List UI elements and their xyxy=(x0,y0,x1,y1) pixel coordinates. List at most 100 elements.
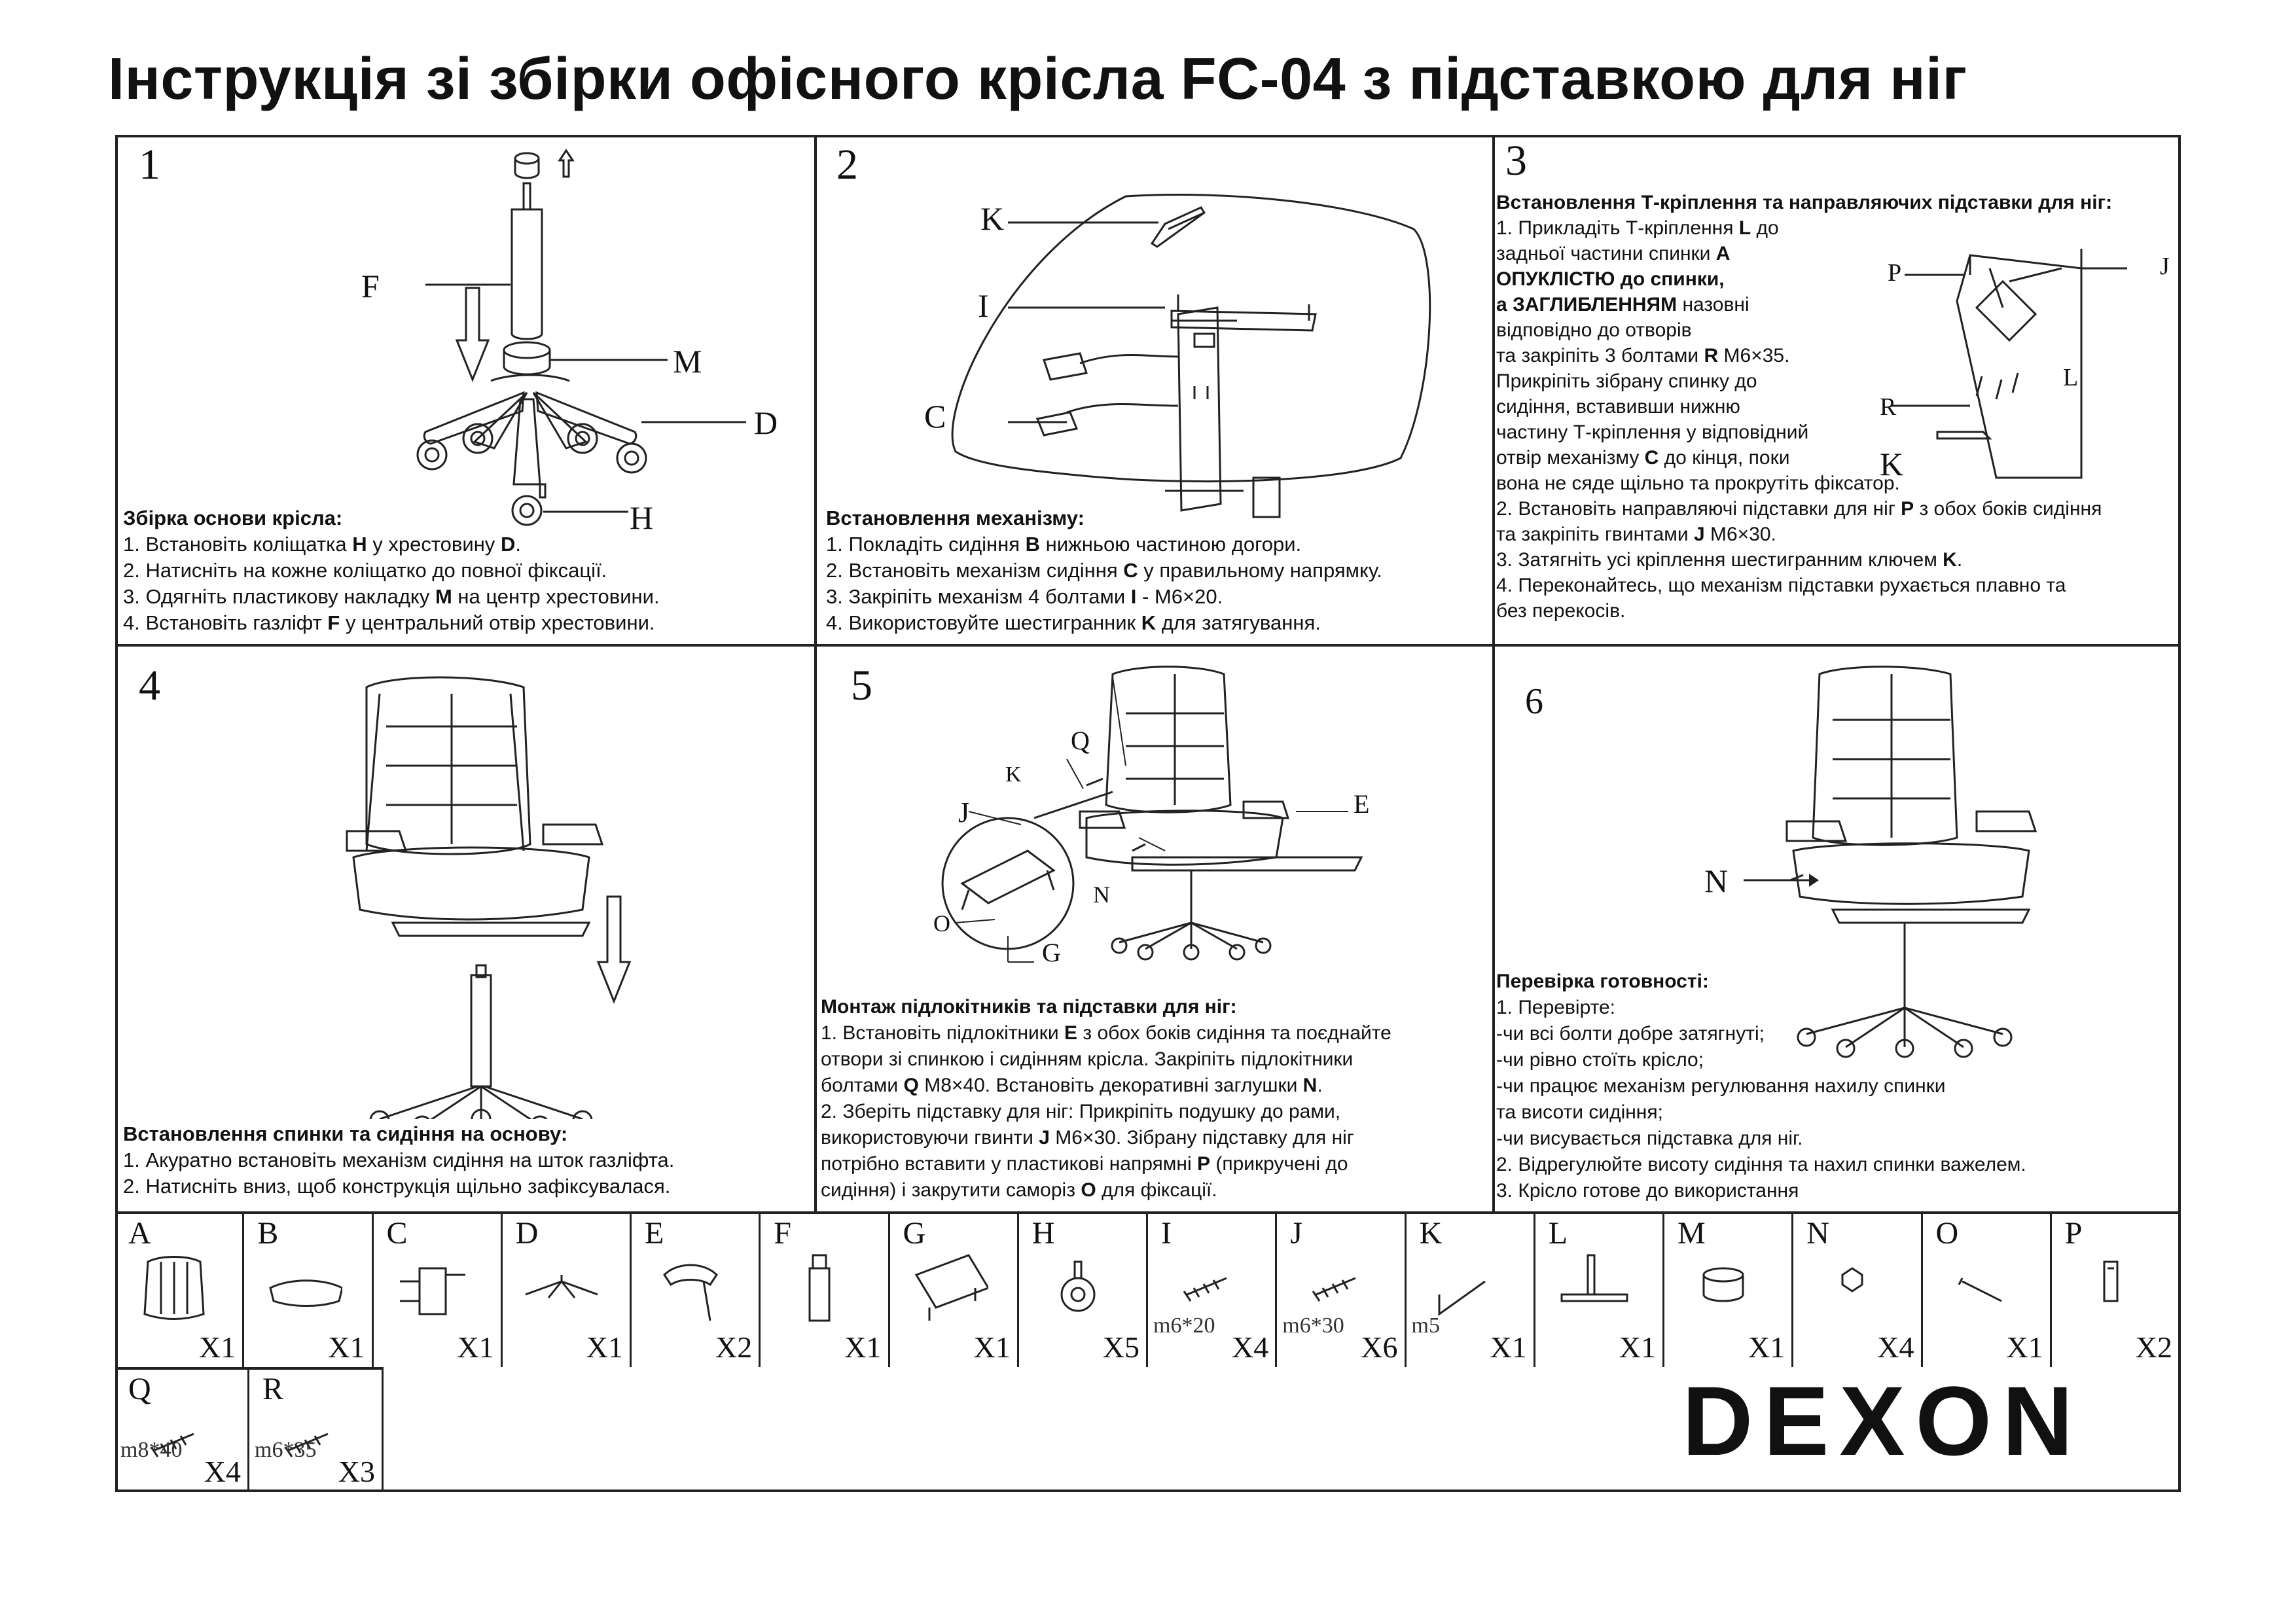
part-qty: X2 xyxy=(2135,1330,2172,1364)
armrest-icon xyxy=(663,1264,718,1321)
part-cell-M: M X1 xyxy=(1664,1213,1794,1367)
star-base-icon xyxy=(525,1275,598,1298)
instruction-line: потрібно вставити у пластикові напрямні … xyxy=(821,1153,1348,1175)
label-I: I xyxy=(978,287,989,324)
instruction-line: а ЗАГЛИБЛЕННЯМ назовні xyxy=(1496,294,1749,315)
part-qty: X1 xyxy=(457,1330,494,1364)
arrow-n xyxy=(1744,874,1819,887)
t-bracket-icon xyxy=(1560,1254,1628,1302)
instruction-line: 1. Покладіть сидіння B нижньою частиною … xyxy=(826,533,1302,556)
step5-armrest-footrest-figure xyxy=(941,666,1363,963)
part-qty: X4 xyxy=(1232,1330,1269,1364)
caster-icon xyxy=(1060,1260,1096,1312)
instruction-line: 3. Одягніть пластикову накладку M на цен… xyxy=(123,585,660,608)
instruction-line: -чи працює механізм регулювання нахилу с… xyxy=(1496,1075,1946,1097)
part-qty: X2 xyxy=(715,1330,753,1364)
label-G: G xyxy=(1042,938,1061,967)
bolt-icon xyxy=(1183,1277,1227,1302)
part-letter: F xyxy=(774,1216,791,1251)
instruction-line: 3. Крісло готове до використання xyxy=(1496,1180,1799,1202)
label-O: O xyxy=(933,910,950,936)
part-letter: B xyxy=(257,1216,279,1251)
seat-icon xyxy=(269,1279,343,1307)
step-heading: Збірка основи крісла: xyxy=(123,507,343,529)
step5-instructions: Монтаж підлокітників та підставки для ні… xyxy=(821,994,1488,1204)
label-E: E xyxy=(1354,789,1370,819)
step6-finished-chair-figure xyxy=(1785,666,2037,1058)
part-qty: X1 xyxy=(973,1330,1011,1364)
label-J: J xyxy=(2160,253,2170,280)
part-letter: P xyxy=(2064,1216,2083,1251)
instruction-line: вона не сяде щільно та прокрутіть фіксат… xyxy=(1496,473,1900,494)
step-heading: Монтаж підлокітників та підставки для ні… xyxy=(821,996,1237,1018)
part-letter: L xyxy=(1548,1216,1568,1251)
part-qty: X1 xyxy=(1490,1330,1527,1364)
part-cell-B: B X1 xyxy=(244,1213,374,1367)
label-N: N xyxy=(1093,882,1110,908)
instruction-line: сидіння) і закрутити саморіз O для фікса… xyxy=(821,1179,1217,1201)
plug-icon xyxy=(1841,1267,1863,1293)
part-letter: N xyxy=(1806,1216,1829,1251)
part-size: m6*30 xyxy=(1282,1313,1344,1338)
instruction-line: та закріпіть гвинтами J M6×30. xyxy=(1496,524,1776,545)
step1-instructions: Збірка основи крісла: 1. Встановіть колі… xyxy=(123,505,810,636)
part-letter: I xyxy=(1161,1216,1172,1251)
instruction-line: 2. Зберіть підставку для ніг: Прикріпіть… xyxy=(821,1101,1341,1122)
divider xyxy=(115,1367,384,1370)
instruction-line: отвори зі спинкою і сидінням крісла. Зак… xyxy=(821,1048,1354,1070)
instruction-line: 1. Акуратно встановіть механізм сидіння … xyxy=(123,1149,675,1171)
part-qty: X1 xyxy=(1748,1330,1785,1364)
instruction-line: 2. Відрегулюйте висоту сидіння та нахил … xyxy=(1496,1154,2026,1175)
instruction-line: 2. Натисніть вниз, щоб конструкція щільн… xyxy=(123,1175,671,1198)
part-letter: G xyxy=(903,1216,926,1251)
part-letter: Q xyxy=(128,1372,151,1406)
part-size: m6*20 xyxy=(1153,1313,1215,1338)
instruction-line: 3. Затягніть усі кріплення шестигранним … xyxy=(1496,549,1963,571)
part-letter: E xyxy=(645,1216,664,1251)
label-K: K xyxy=(980,200,1005,237)
label-Q: Q xyxy=(1071,726,1090,755)
label-N: N xyxy=(1704,863,1729,899)
instruction-line: 1. Прикладіть Т-кріплення L до xyxy=(1496,217,1779,239)
label-K: K xyxy=(1880,446,1904,482)
label-K: K xyxy=(1005,762,1022,787)
instruction-line: та закріпіть 3 болтами R M6×35. xyxy=(1496,345,1790,366)
step-number: 4 xyxy=(139,662,160,709)
instruction-frame xyxy=(115,135,2181,1492)
part-qty: X5 xyxy=(1102,1330,1139,1364)
step2-instructions: Встановлення механізму: 1. Покладіть сид… xyxy=(826,505,1487,636)
instruction-line: 2. Натисніть на кожне коліщатко до повно… xyxy=(123,559,607,582)
mechanism-icon xyxy=(399,1267,465,1315)
label-L: L xyxy=(2063,364,2079,391)
instruction-line: Прикріпіть зібрану спинку до xyxy=(1496,370,1757,392)
footrest-frame-icon xyxy=(914,1254,988,1321)
bolt-icon xyxy=(150,1433,194,1457)
step4-instructions: Встановлення спинки та сидіння на основу… xyxy=(123,1121,810,1200)
hex-key-icon xyxy=(1438,1280,1486,1316)
instruction-line: -чи всі болти добре затягнуті; xyxy=(1496,1023,1765,1044)
step-heading: Встановлення Т-кріплення та направляючих… xyxy=(1496,192,2113,213)
part-qty: X4 xyxy=(204,1455,241,1488)
part-letter: M xyxy=(1677,1216,1706,1251)
guide-rail-icon xyxy=(2103,1260,2119,1302)
step2-mechanism-figure xyxy=(951,193,1431,518)
divider xyxy=(115,1211,2181,1214)
part-qty: X1 xyxy=(844,1330,882,1364)
part-letter: A xyxy=(128,1216,151,1251)
instruction-line: задньої частини спинки A xyxy=(1496,243,1731,264)
part-qty: X6 xyxy=(1361,1330,1398,1364)
step1-base-figure xyxy=(416,149,746,526)
part-letter: J xyxy=(1290,1216,1302,1251)
step4-chair-figure xyxy=(346,676,632,1119)
part-qty: X1 xyxy=(328,1330,365,1364)
label-D: D xyxy=(754,404,778,441)
